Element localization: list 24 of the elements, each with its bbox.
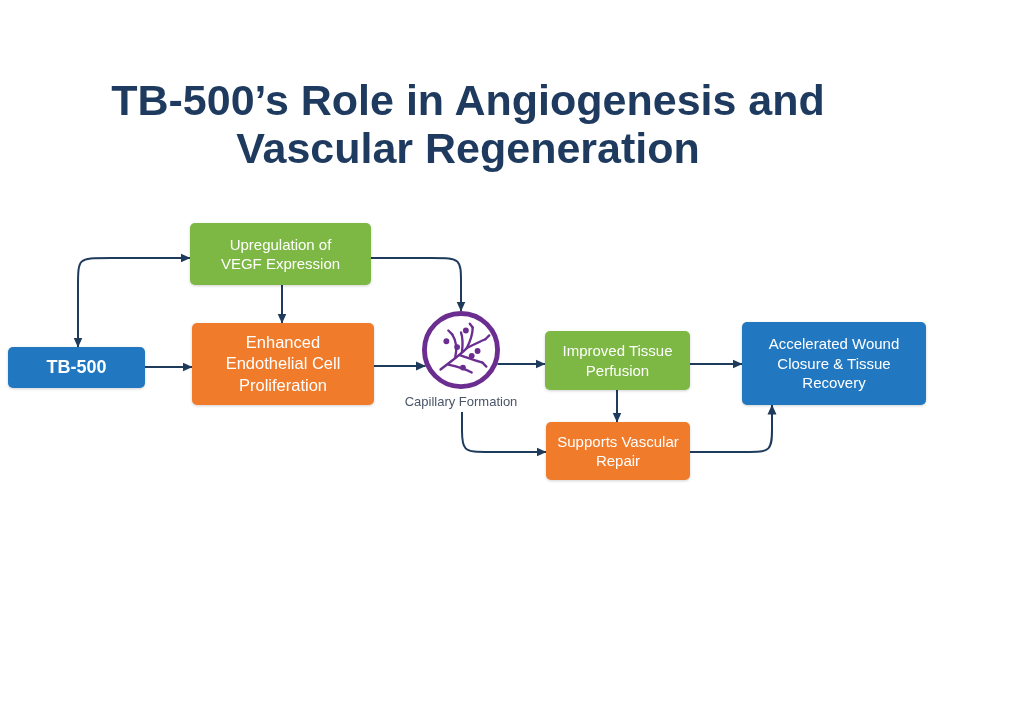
box-label: TB-500 xyxy=(45,355,108,379)
box-label: Enhanced Endothelial Cell Proliferation xyxy=(224,331,342,396)
arrow xyxy=(689,404,777,453)
node-label: Capillary Formation xyxy=(403,394,519,410)
process-box xyxy=(190,223,371,285)
process-box xyxy=(545,331,690,390)
process-box xyxy=(192,323,374,405)
arrow xyxy=(73,253,191,348)
process-box xyxy=(742,322,926,405)
process-box xyxy=(546,422,690,480)
box-label: Improved Tissue Perfusion xyxy=(561,341,674,380)
box-label: Upregulation of VEGF Expression xyxy=(219,234,342,274)
box-label: Accelerated Wound Closure & Tissue Recovery xyxy=(767,334,901,393)
arrow xyxy=(277,284,287,324)
box-label: Supports Vascular Repair xyxy=(556,431,680,471)
arrow xyxy=(461,411,547,457)
arrow xyxy=(612,389,622,423)
process-box xyxy=(8,347,145,388)
diagram-title: TB-500’s Role in Angiogenesis and Vascular Regeneration xyxy=(110,76,826,172)
arrow xyxy=(373,361,427,371)
arrow xyxy=(144,362,193,372)
arrow xyxy=(496,359,546,369)
arrow xyxy=(689,359,743,369)
arrow xyxy=(370,257,466,312)
